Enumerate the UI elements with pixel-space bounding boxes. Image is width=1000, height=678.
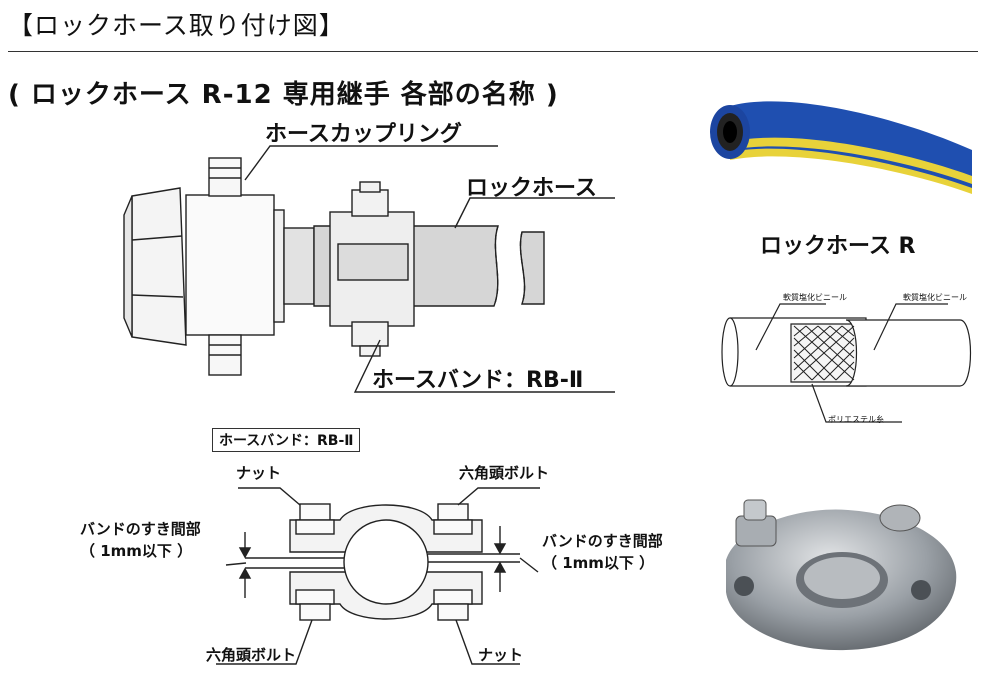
diagram-subheading: ( ロックホース R-12 専用継手 各部の名称 ): [8, 80, 559, 110]
lock-hose-photo: [710, 101, 972, 194]
hose-band-photo: [726, 499, 957, 651]
label-hex-bolt-top: 六角頭ボルト: [459, 464, 550, 482]
label-lock-hose: ロックホース: [466, 176, 597, 201]
label-soft-pvc-inner: 軟質塩化ビニール: [783, 293, 847, 302]
label-nut-bottom: ナット: [478, 646, 524, 664]
label-soft-pvc-outer: 軟質塩化ビニール: [903, 293, 967, 302]
hose-band-box-title: ホースバンド：RB-Ⅱ: [212, 428, 361, 452]
label-hose-band: ホースバンド：RB-Ⅱ: [372, 368, 584, 393]
label-hex-bolt-bottom: 六角頭ボルト: [206, 646, 297, 664]
label-gap-left-2: （ 1mm以下 ）: [80, 542, 193, 560]
heading-divider: [8, 51, 978, 52]
label-hose-coupling: ホースカップリング: [265, 122, 462, 147]
page-heading: 【ロックホース取り付け図】: [8, 11, 345, 40]
label-lock-hose-r: ロックホース R: [760, 234, 916, 259]
label-nut-top: ナット: [236, 464, 282, 482]
label-gap-right-1: バンドのすき間部: [542, 532, 663, 550]
label-gap-left-1: バンドのすき間部: [80, 520, 201, 538]
label-polyester-thread: ポリエステル糸: [828, 415, 884, 424]
label-gap-right-2: （ 1mm以下 ）: [542, 554, 655, 572]
hose-layer-diagram: [721, 303, 972, 423]
